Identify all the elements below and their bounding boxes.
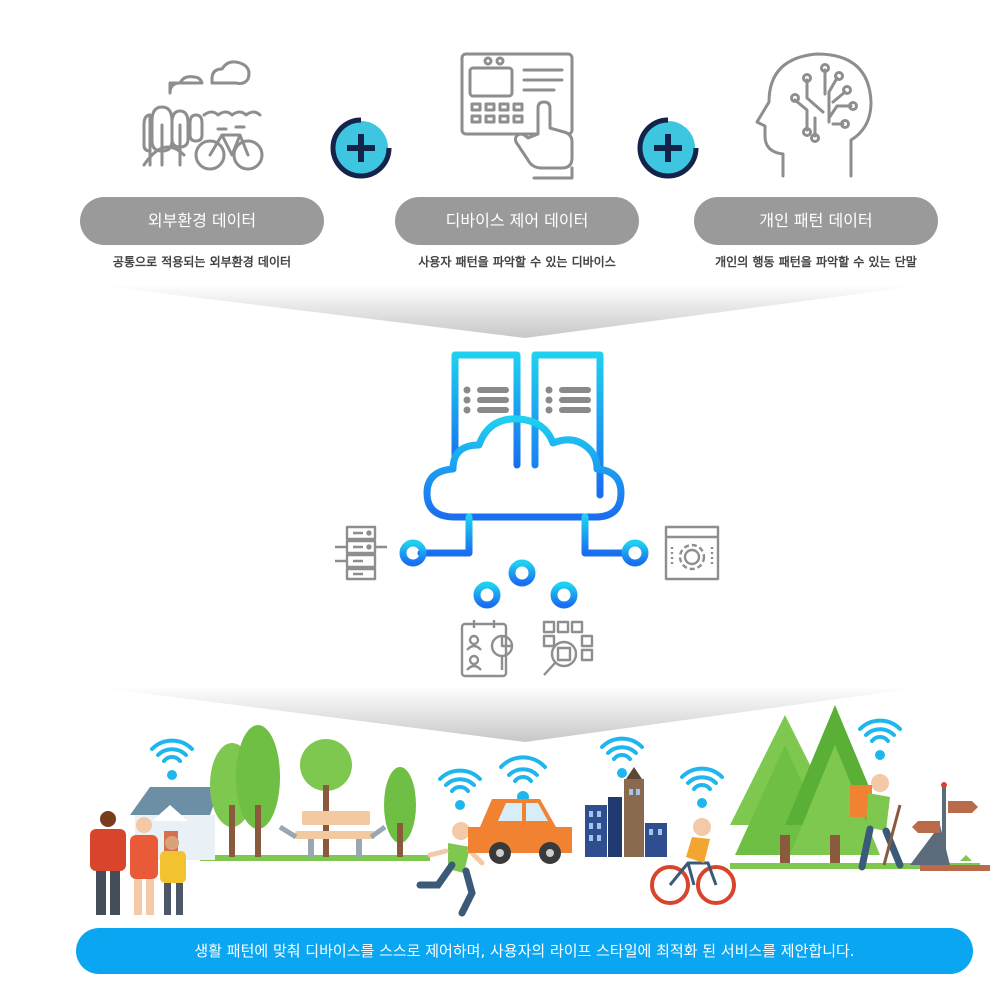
outdoor-environment-icon: [142, 60, 264, 171]
funnel-shadow: [95, 285, 925, 338]
input-label-personal: 개인 패턴 데이터: [694, 197, 938, 245]
settings-window-icon: [664, 525, 720, 581]
device-control-panel-icon: [460, 52, 574, 180]
plus-icon: [637, 117, 699, 179]
smart-city-lifestyle-illustration: [90, 705, 990, 917]
input-label-outdoor: 외부환경 데이터: [80, 197, 324, 245]
cloud-server-network-icon: [399, 351, 649, 609]
brain-circuit-icon: [755, 52, 873, 178]
input-description-device: 사용자 패턴을 파악할 수 있는 디바이스: [418, 255, 616, 269]
plus-icon: [330, 117, 392, 179]
input-description-personal: 개인의 행동 패턴을 파악할 수 있는 단말: [715, 255, 917, 269]
input-description-outdoor: 공통으로 적용되는 외부환경 데이터: [112, 255, 292, 269]
funnel-shadow: [95, 687, 925, 742]
user-report-icon: [460, 620, 514, 678]
input-label-device: 디바이스 제어 데이터: [395, 197, 639, 245]
summary-banner: 생활 패턴에 맞춰 디바이스를 스스로 제어하며, 사용자의 라이프 스타일에 …: [76, 928, 973, 974]
server-stack-icon: [335, 525, 387, 581]
qr-scan-icon: [542, 620, 594, 676]
